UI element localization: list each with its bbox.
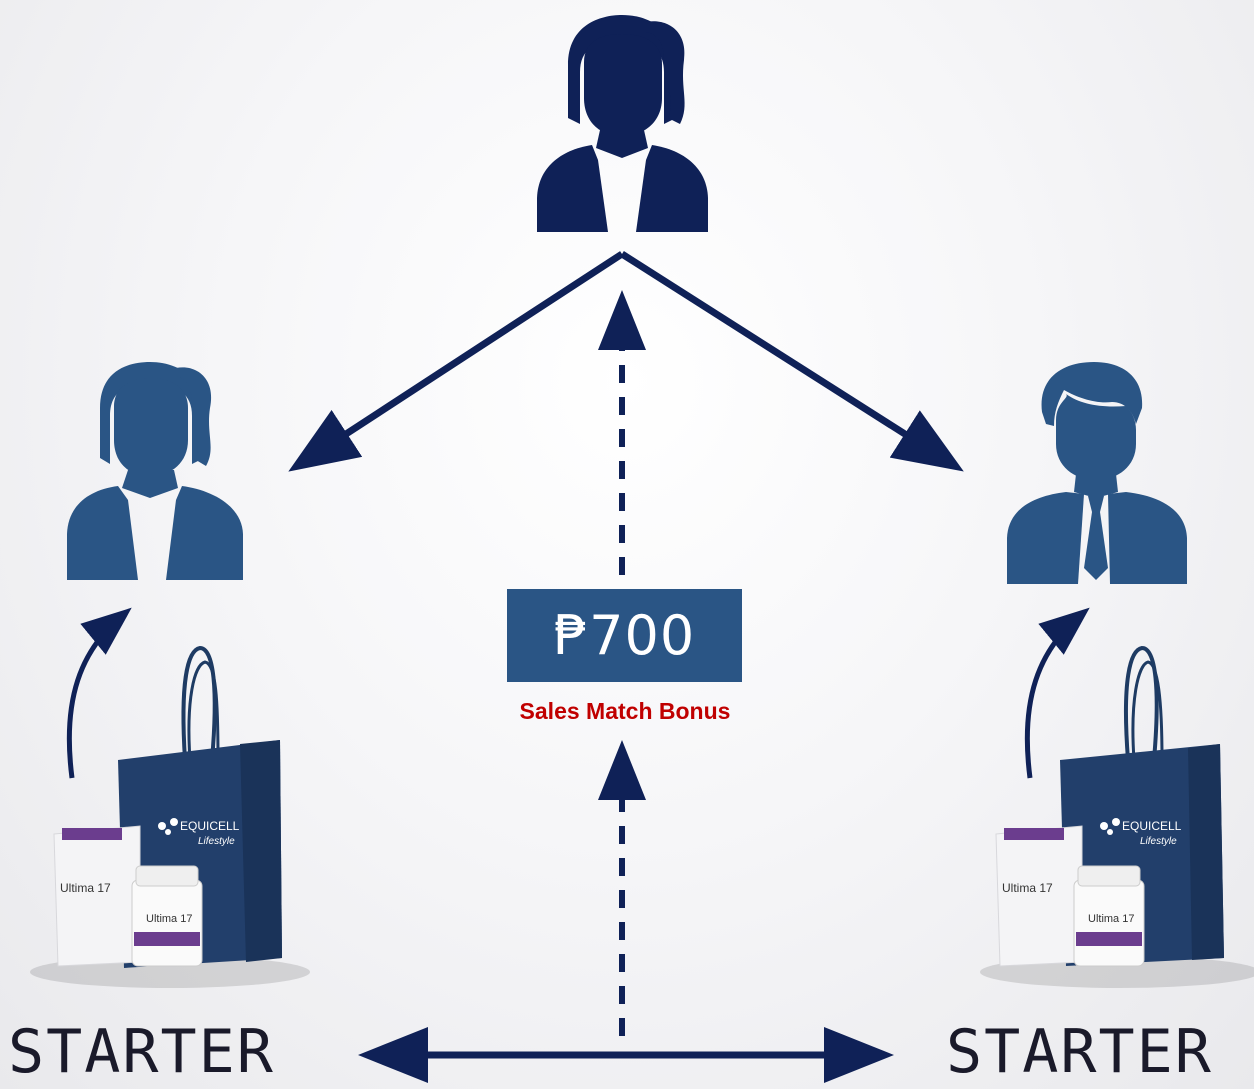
left-product-bundle: EQUICELL Lifestyle Ultima 17 Ultima 17 — [30, 645, 310, 988]
left-product-box — [53, 825, 141, 967]
right-bag-brand-script: Lifestyle — [1140, 836, 1177, 847]
left-starter-label: STARTER — [8, 1017, 275, 1087]
curved-arrow-right — [1024, 607, 1090, 779]
right-starter-label: STARTER — [946, 1017, 1213, 1087]
left-person-icon — [67, 362, 243, 580]
left-bag-brand-script: Lifestyle — [198, 836, 235, 847]
bonus-amount-box: ₱700 — [507, 589, 742, 682]
right-bag-brand: EQUICELL — [1122, 819, 1182, 833]
right-bottle-product-name: Ultima 17 — [1088, 913, 1134, 925]
top-person-icon — [537, 15, 708, 232]
right-bag-logo-icon — [1100, 818, 1120, 835]
bonus-amount: ₱700 — [553, 604, 696, 667]
arrow-top-to-left — [288, 251, 624, 472]
right-product-box — [995, 825, 1083, 967]
left-bottle-product-name: Ultima 17 — [146, 913, 192, 925]
arrow-top-to-right — [620, 251, 964, 472]
right-box-product-name: Ultima 17 — [1002, 881, 1053, 895]
curved-arrow-left — [66, 607, 132, 779]
right-person-icon — [1007, 362, 1187, 584]
left-box-product-name: Ultima 17 — [60, 881, 111, 895]
bonus-label: Sales Match Bonus — [519, 698, 731, 724]
right-product-bundle: EQUICELL Lifestyle Ultima 17 Ultima 17 — [980, 645, 1254, 988]
left-bag-brand: EQUICELL — [180, 819, 240, 833]
left-bag-logo-icon — [158, 818, 178, 835]
